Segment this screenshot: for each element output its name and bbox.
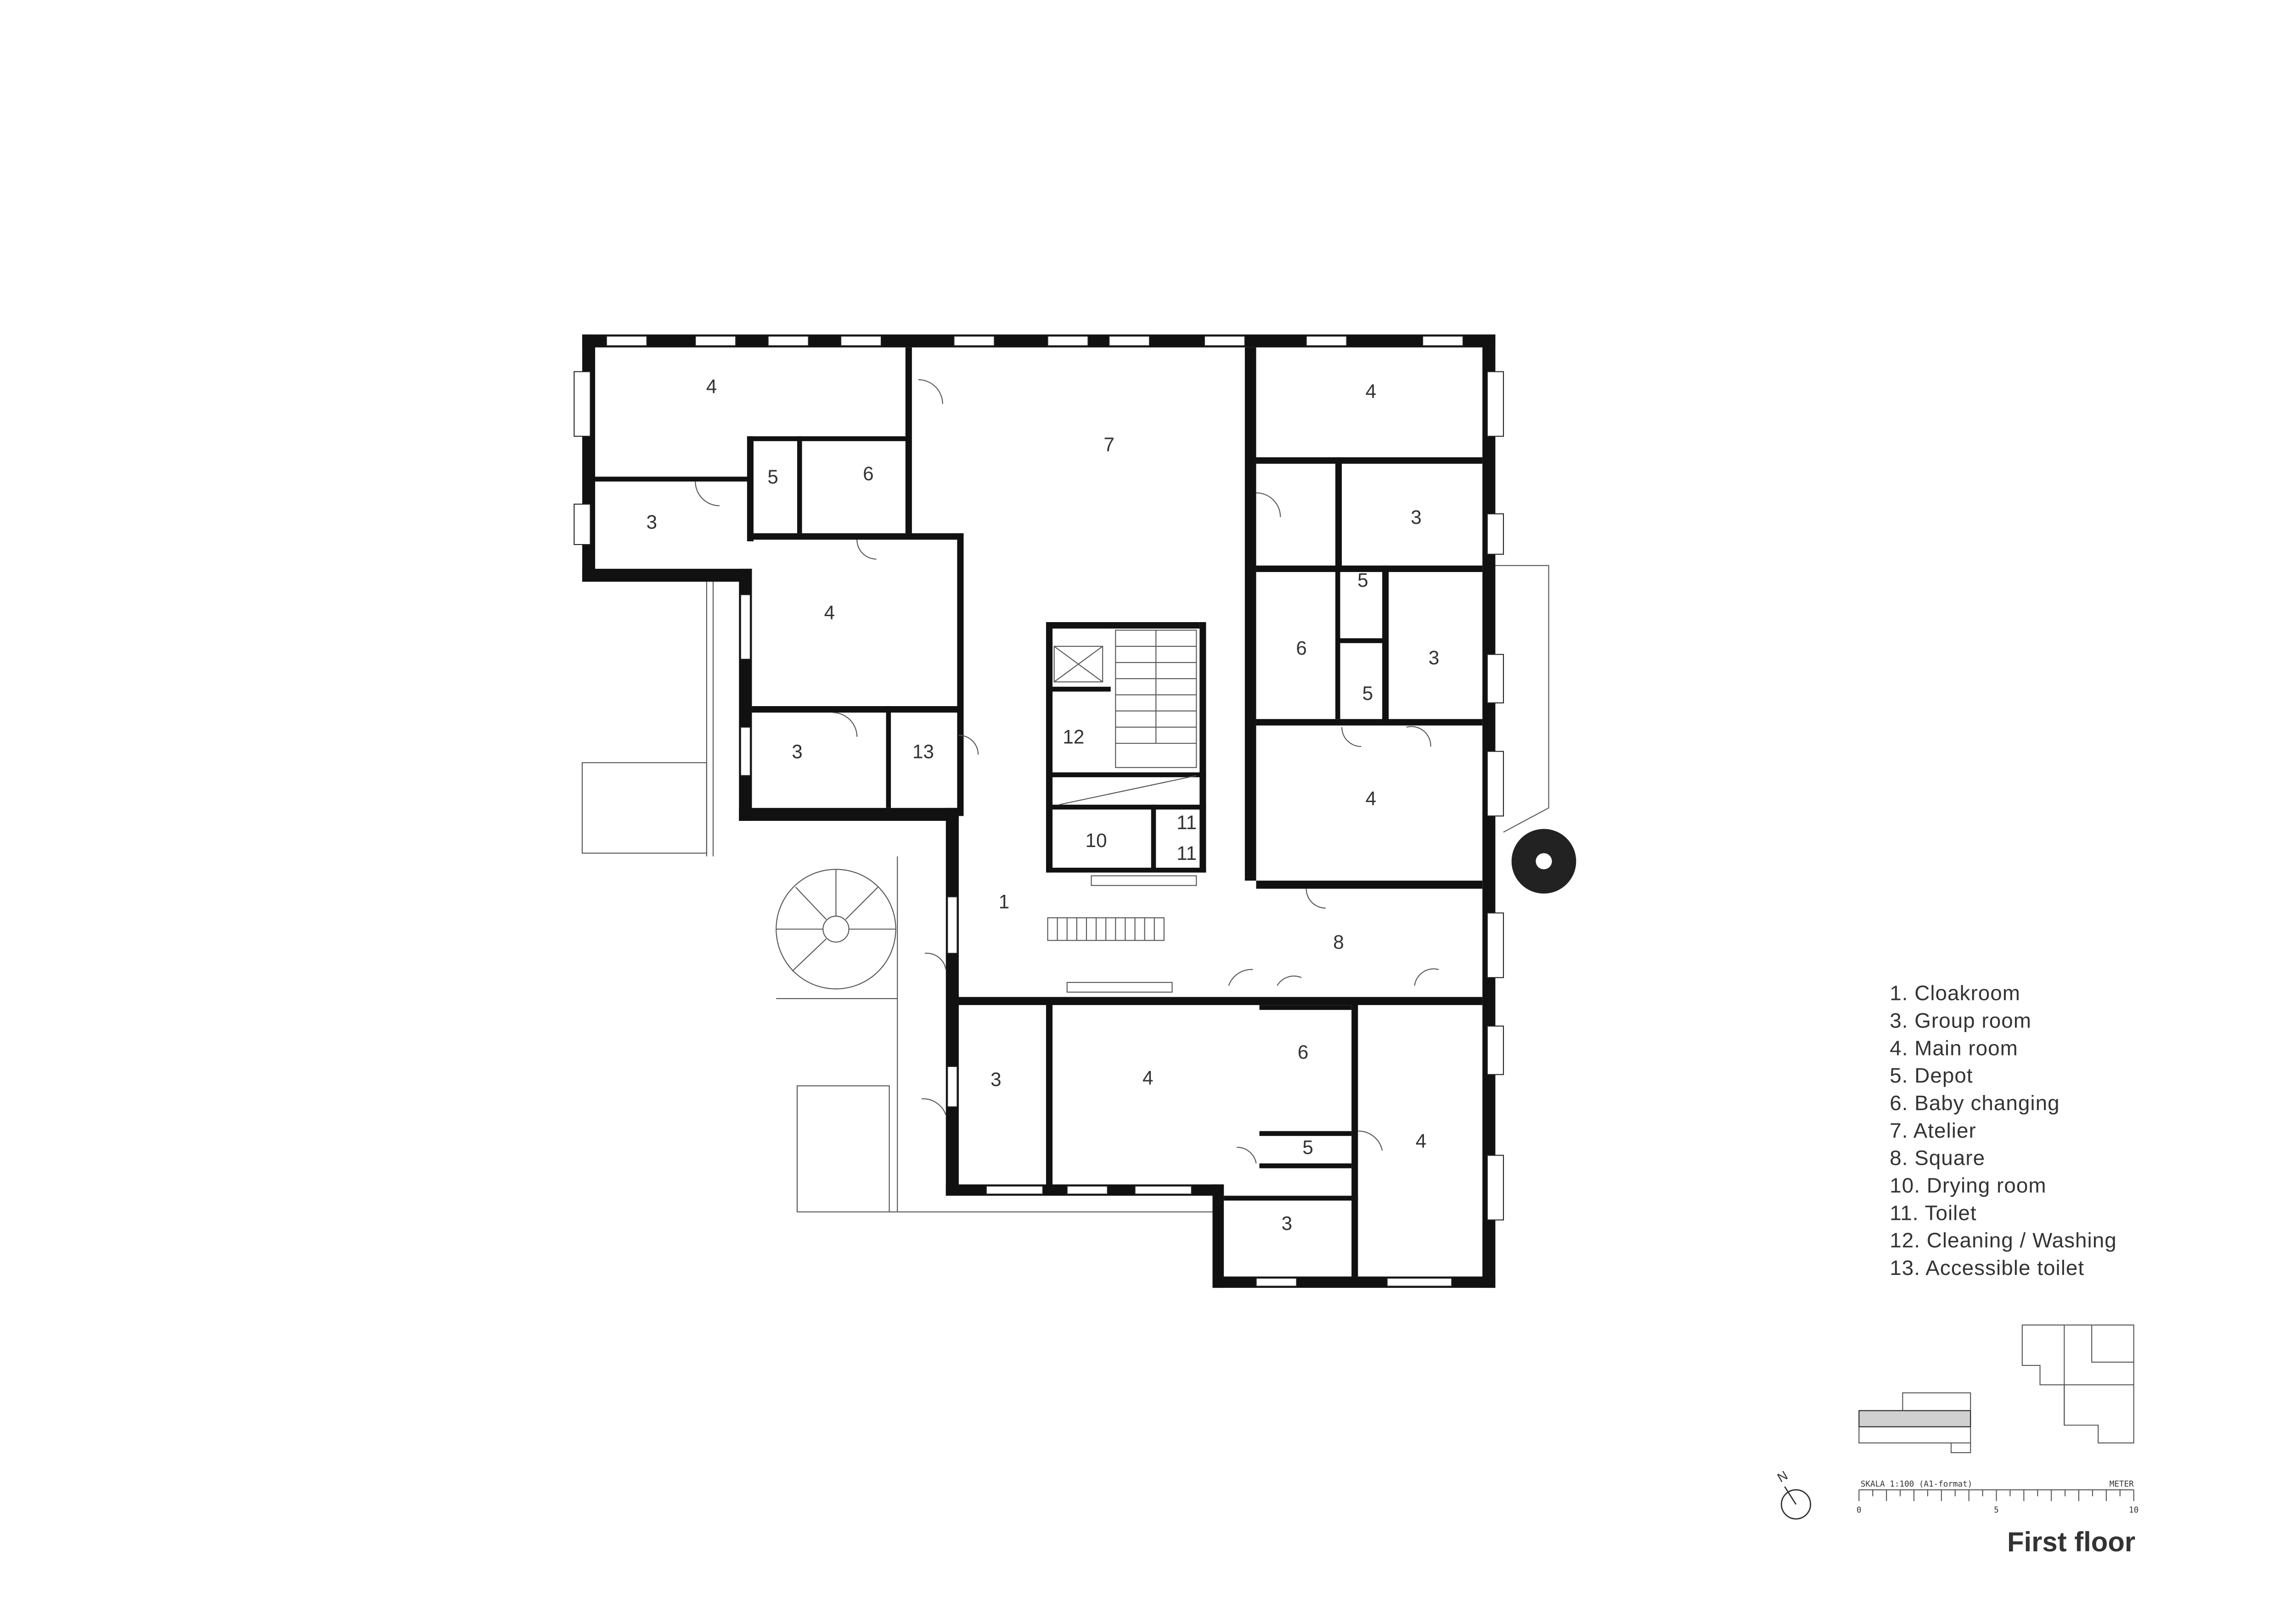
scale-tick-label: 10 — [2129, 1505, 2138, 1515]
key-plan-section — [1858, 1392, 1971, 1454]
room-label: 5 — [1362, 683, 1373, 704]
scale-label: SKALA 1:100 (A1-format) — [1861, 1480, 1972, 1489]
legend-item: 12. Cleaning / Washing — [1890, 1229, 2117, 1252]
legend-item: 4. Main room — [1890, 1036, 2018, 1060]
scale-tick-label: 0 — [1857, 1505, 1862, 1515]
room-labels: 4 7 4 5 6 3 3 5 4 6 3 5 3 13 12 4 11 10 … — [646, 376, 1439, 1234]
main-staircase — [1053, 629, 1197, 805]
room-label: 3 — [646, 511, 657, 533]
spiral-stair-east — [1511, 829, 1576, 894]
room-label: 11 — [1176, 842, 1197, 864]
room-label: 5 — [1302, 1137, 1313, 1158]
room-label: 4 — [1142, 1067, 1153, 1089]
room-label: 6 — [1298, 1041, 1308, 1063]
room-label: 1 — [999, 891, 1009, 913]
drawing-title: First floor — [2007, 1527, 2135, 1557]
room-label: 3 — [990, 1069, 1001, 1090]
exterior-outlines — [581, 565, 1549, 1212]
legend: 1. Cloakroom 3. Group room 4. Main room … — [1890, 982, 2117, 1280]
doors — [695, 379, 1439, 1164]
room-label: 10 — [1086, 830, 1107, 851]
legend-item: 11. Toilet — [1890, 1201, 1976, 1224]
room-label: 3 — [1429, 647, 1439, 668]
legend-item: 13. Accessible toilet — [1890, 1256, 2084, 1280]
legend-item: 6. Baby changing — [1890, 1091, 2060, 1115]
north-arrow-icon: N — [1775, 1468, 1812, 1520]
room-label: 4 — [824, 602, 835, 623]
key-plan-site — [2021, 1324, 2134, 1444]
scale-bar: SKALA 1:100 (A1-format) METER 0 5 10 — [1857, 1480, 2138, 1515]
interior-walls — [595, 347, 1483, 1277]
room-label: 6 — [1296, 637, 1306, 659]
room-label: 5 — [1357, 569, 1368, 591]
legend-item: 3. Group room — [1890, 1009, 2032, 1032]
scale-tick-label: 5 — [1994, 1505, 1999, 1515]
legend-item: 8. Square — [1890, 1146, 1985, 1170]
windows — [574, 336, 1504, 1287]
room-label: 4 — [1416, 1130, 1426, 1151]
room-label: 13 — [912, 741, 934, 762]
room-label: 3 — [1411, 506, 1421, 528]
legend-item: 10. Drying room — [1890, 1173, 2046, 1197]
room-label: 11 — [1176, 812, 1197, 833]
room-label: 4 — [1366, 787, 1376, 809]
room-label: 4 — [1366, 380, 1376, 402]
room-label: 3 — [1282, 1212, 1292, 1234]
room-label: 6 — [863, 463, 873, 484]
room-label: 5 — [767, 466, 778, 488]
legend-item: 7. Atelier — [1890, 1119, 1976, 1142]
room-label: 7 — [1104, 434, 1114, 455]
cloakroom-benches — [1047, 875, 1197, 993]
legend-item: 1. Cloakroom — [1890, 982, 2020, 1005]
legend-item: 5. Depot — [1890, 1064, 1973, 1087]
compass-label: N — [1775, 1468, 1790, 1485]
spiral-stair-west — [776, 869, 896, 990]
room-label: 12 — [1063, 726, 1084, 748]
scale-unit: METER — [2110, 1480, 2134, 1489]
room-label: 3 — [792, 741, 802, 762]
room-label: 8 — [1333, 932, 1344, 953]
room-label: 4 — [706, 376, 717, 397]
